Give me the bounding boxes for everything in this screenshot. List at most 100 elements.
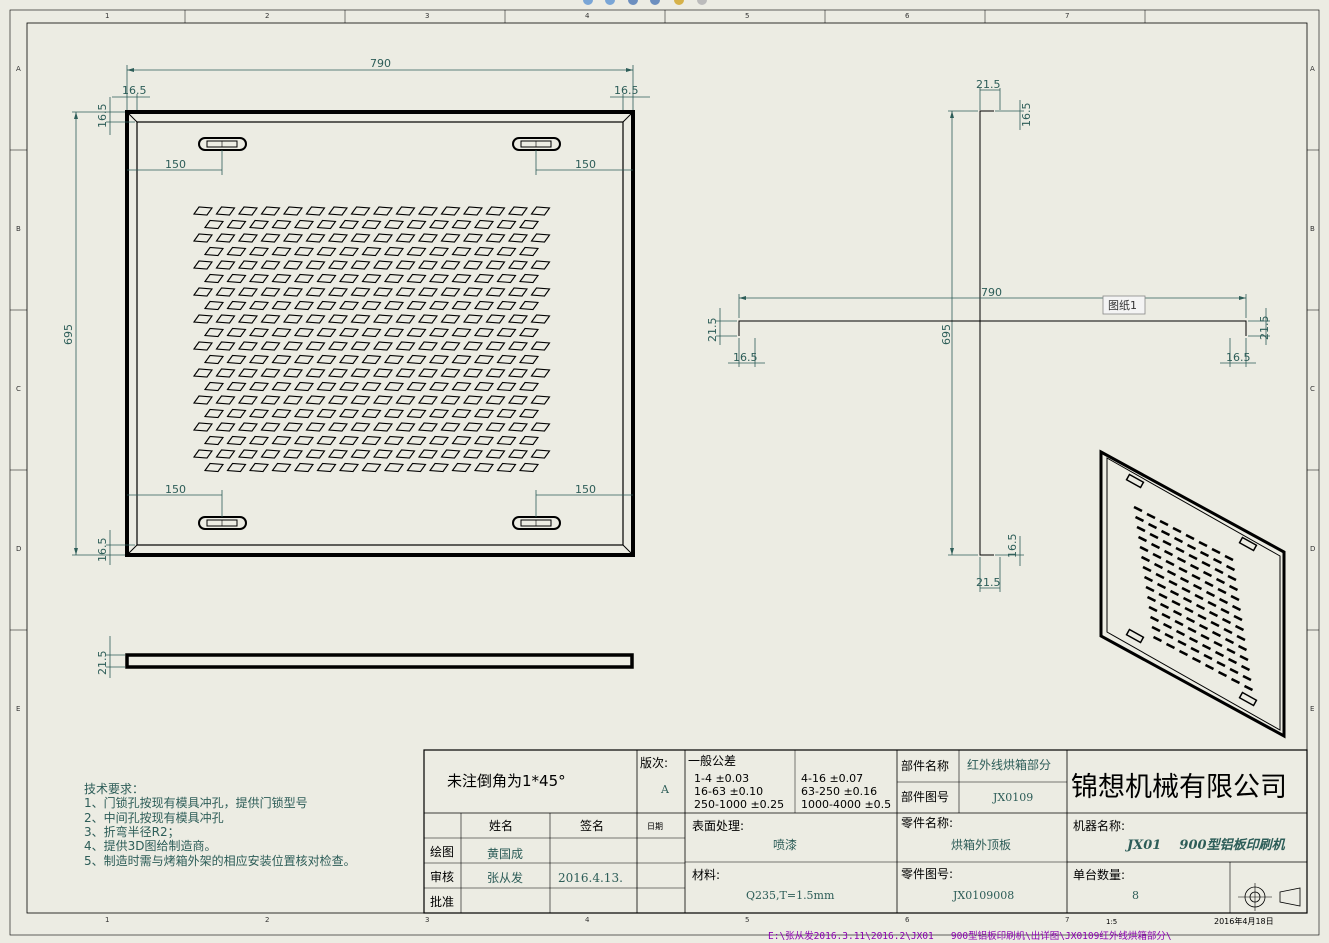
perforation-hole: [350, 260, 371, 270]
perforation-hole: [248, 327, 270, 338]
perforation-hole: [293, 273, 315, 284]
rotate-icon[interactable]: [650, 0, 660, 5]
perforation-hole: [383, 435, 405, 446]
perforation-hole: [395, 287, 416, 297]
perforation-hole: [305, 287, 326, 297]
perforation-hole: [293, 381, 315, 392]
perforation-hole: [282, 233, 304, 243]
top-left-height: 21.5: [706, 318, 719, 343]
zone-row-d: D: [16, 545, 21, 553]
perforation-hole: [395, 449, 416, 459]
iso-perforation-hole: [1216, 660, 1226, 668]
zone-col-1: 1: [105, 12, 109, 20]
perforation-hole: [338, 354, 360, 365]
check-label: 审核: [430, 869, 454, 884]
isometric-view: [1099, 449, 1286, 739]
iso-perforation-hole: [1207, 600, 1217, 608]
tol-3: 250-1000 ±0.25: [694, 798, 784, 811]
iso-perforation-hole: [1152, 552, 1162, 560]
perforation-hole: [361, 381, 382, 392]
perforation-hole: [203, 462, 225, 473]
hole-offset-bottom-right: 150: [575, 483, 596, 496]
perforation-hole: [417, 422, 439, 432]
iso-perforation-hole: [1230, 594, 1240, 602]
iso-perforation-hole: [1147, 522, 1158, 530]
perforation-hole: [327, 206, 349, 216]
perforation-hole: [282, 287, 304, 297]
iso-perforation-hole: [1191, 656, 1202, 664]
perforation-hole: [350, 233, 371, 243]
perforation-hole: [271, 327, 292, 338]
perforation-hole: [417, 233, 439, 243]
iso-perforation-hole: [1205, 590, 1216, 598]
perforation-hole: [350, 287, 371, 297]
outer-border: [9, 9, 1320, 936]
iso-perforation-hole: [1231, 604, 1242, 612]
perforation-hole: [192, 368, 214, 378]
view-toolbar[interactable]: [583, 0, 707, 5]
zone-row-e-right: E: [1310, 705, 1314, 713]
iso-perforation-hole: [1204, 663, 1215, 671]
zone-col-6: 6: [905, 12, 910, 20]
perforation-hole: [215, 287, 236, 297]
iso-perforation-hole: [1172, 609, 1183, 617]
iso-perforation-hole: [1194, 593, 1204, 601]
perforation-hole: [305, 395, 326, 405]
zoom-in-icon[interactable]: [628, 0, 638, 5]
perforation-hole: [395, 233, 416, 243]
perforation-hole: [305, 260, 326, 270]
perforation-hole: [271, 219, 292, 230]
front-width-dim: 790: [370, 57, 391, 70]
perforation-hole: [192, 287, 214, 297]
component-no-value: JX0109008: [952, 889, 1014, 902]
top-right-height: 21.5: [1258, 316, 1271, 341]
iso-perforation-hole: [1156, 582, 1167, 590]
iso-perforation-hole: [1200, 633, 1210, 641]
perforation-hole: [451, 381, 472, 392]
iso-perforation-hole: [1159, 519, 1169, 527]
perforation-hole: [316, 327, 337, 338]
perforation-hole: [361, 435, 382, 446]
perforation-hole: [248, 381, 270, 392]
perforation-hole: [507, 395, 529, 405]
perforation-hole: [215, 233, 236, 243]
perforation-hole: [203, 435, 225, 446]
front-dimensions: 790 16.5 16.5 695 16.5 16.5 150 150: [62, 57, 650, 565]
plate-inner-edge: [136, 121, 624, 546]
iso-perforation-hole: [1223, 627, 1233, 635]
perforation-hole: [440, 422, 461, 432]
check-date: 2016.4.13.: [558, 871, 623, 885]
zoom-fit-icon[interactable]: [583, 0, 593, 5]
perforation-hole: [383, 219, 405, 230]
zone-col-1-bottom: 1: [105, 916, 109, 924]
perforation-hole: [485, 314, 506, 324]
perforation-hole: [282, 422, 304, 432]
note-5: 5、制造时需与烤箱外架的相应安装位置核对检查。: [84, 853, 356, 868]
iso-perforation-hole: [1136, 525, 1146, 533]
iso-perforation-hole: [1192, 583, 1203, 591]
perforation-hole: [383, 246, 405, 257]
view-setting-icon[interactable]: [697, 0, 707, 5]
iso-perforation-hole: [1186, 543, 1197, 551]
iso-perforation-hole: [1239, 654, 1249, 662]
perforation-hole: [203, 246, 225, 257]
perforation-hole: [361, 273, 382, 284]
perforation-hole: [372, 368, 394, 378]
perforation-hole: [350, 206, 371, 216]
perforation-hole: [428, 246, 450, 257]
iso-perforation-hole: [1172, 526, 1182, 534]
iso-perforation-hole: [1177, 639, 1187, 647]
tol-4: 4-16 ±0.07: [801, 772, 863, 785]
iso-perforation-hole: [1181, 586, 1191, 594]
iso-perforation-hole: [1149, 615, 1160, 623]
zone-row-a: A: [16, 65, 21, 73]
perforation-hole: [327, 341, 349, 351]
display-style-icon[interactable]: [674, 0, 684, 5]
perforation-hole: [237, 395, 259, 405]
perforation-hole: [226, 462, 247, 473]
perforation-hole: [507, 422, 529, 432]
top-width-dim: 790: [981, 286, 1002, 299]
zone-col-7-bottom: 7: [1065, 916, 1069, 924]
zoom-area-icon[interactable]: [605, 0, 615, 5]
iso-perforation-hole: [1187, 626, 1197, 634]
